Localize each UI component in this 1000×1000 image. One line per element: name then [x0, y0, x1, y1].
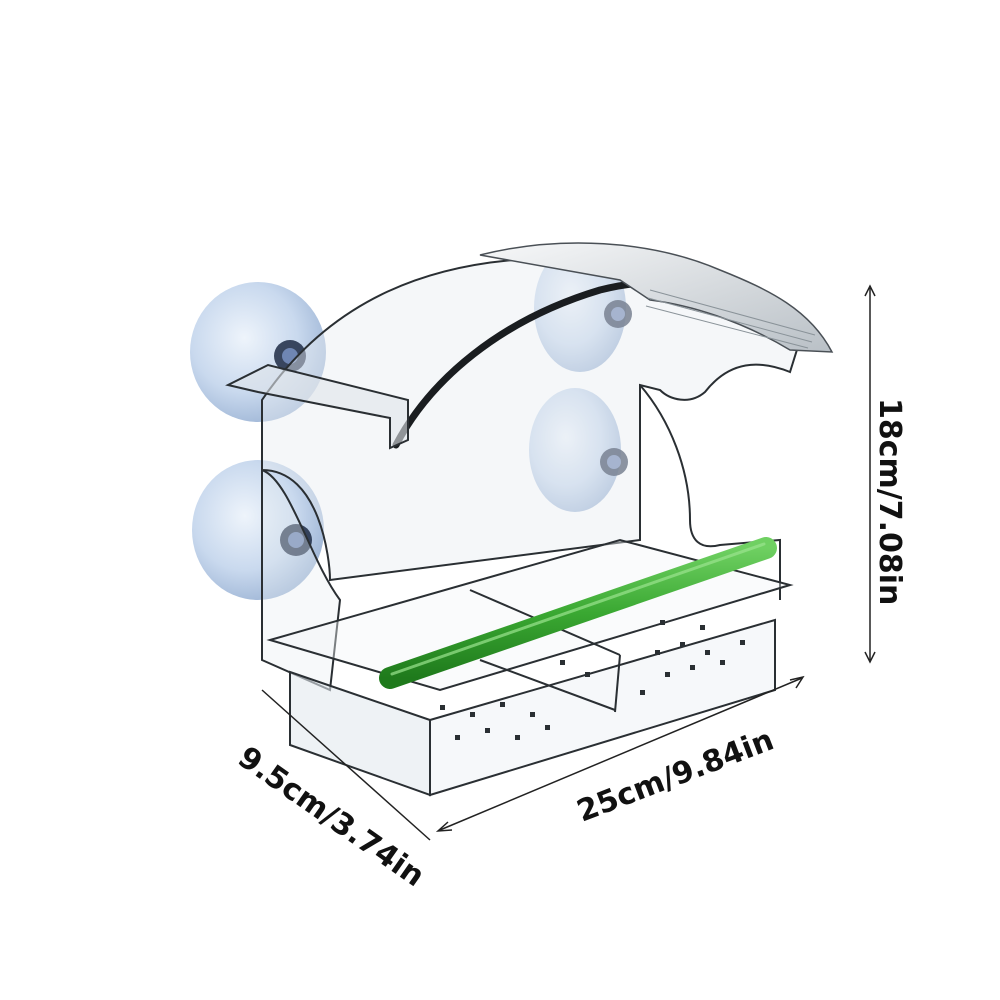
- depth-dimension-line: [261, 689, 431, 841]
- back-panel: [261, 256, 802, 582]
- green-perch: [379, 537, 777, 689]
- suction-cup-bottom-right: [529, 388, 628, 512]
- length-dimension-line: [435, 675, 805, 832]
- height-label: 18cm/7.08in: [872, 398, 907, 605]
- right-side-panel: [639, 384, 781, 600]
- roof-ridges: [645, 289, 816, 349]
- drainage-holes: [440, 620, 745, 740]
- left-side-panel: [261, 400, 342, 692]
- roof: [479, 242, 834, 353]
- tray-divider-long-lower: [479, 659, 616, 711]
- suction-cup-bottom-left: [192, 460, 324, 600]
- tray-divider-cross: [614, 654, 621, 713]
- height-dimension-line: [864, 284, 876, 664]
- left-shelf: [225, 363, 409, 450]
